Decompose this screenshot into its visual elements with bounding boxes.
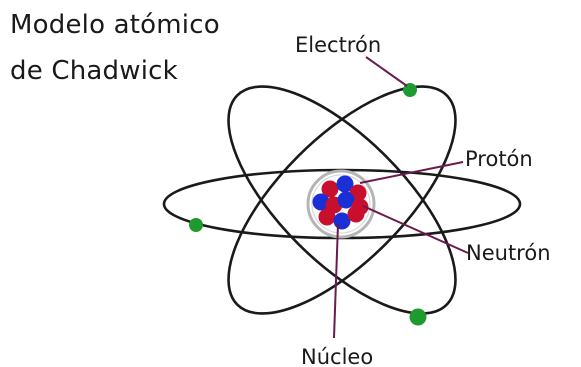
proton [318,208,336,226]
leader-line-electron [365,56,408,87]
electrons [189,83,427,326]
neutron [336,175,354,193]
label-neutron: Neutrón [466,241,551,265]
diagram-title-line-1: Modelo atómico [10,10,220,40]
electron [189,218,203,232]
proton [321,180,339,198]
label-proton: Protón [465,147,533,171]
leader-lines [333,56,469,339]
nucleus-ring-inner [311,174,371,234]
orbit-tilted-right [227,85,457,315]
electron [409,308,427,326]
leader-line-nucleus [333,223,339,339]
proton [347,205,365,223]
label-electron: Electrón [295,33,382,57]
leader-line-neutron [362,205,469,254]
neutron [312,193,330,211]
neutron [337,191,355,209]
leader-line-proton [359,161,464,184]
orbit-tilted-left [227,85,457,315]
diagram-title-line-2: de Chadwick [10,56,178,86]
label-nucleus: Núcleo [301,345,374,367]
